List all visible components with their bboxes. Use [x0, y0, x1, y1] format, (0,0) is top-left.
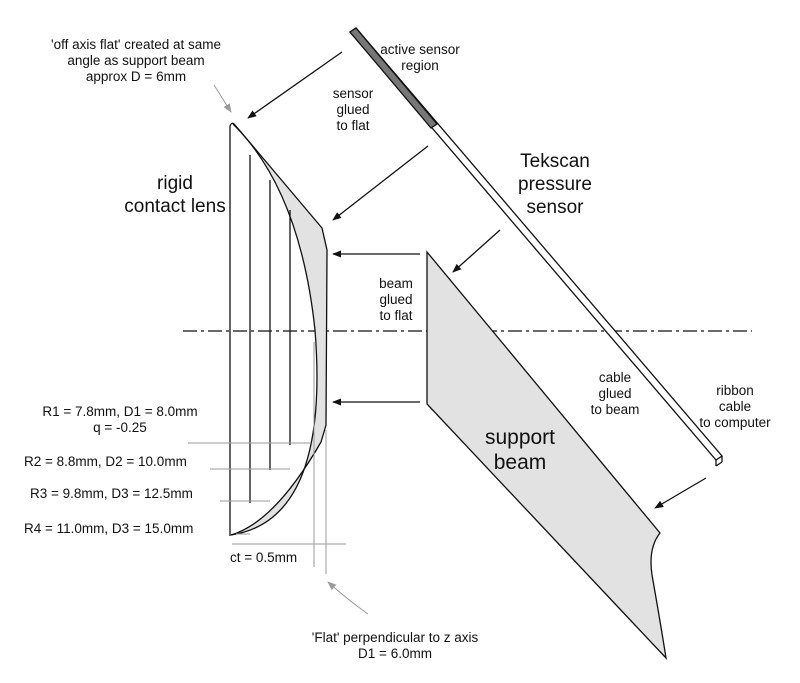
- ct-label: ct = 0.5mm: [230, 550, 298, 565]
- arrows: [247, 51, 707, 509]
- r2-label: R2 = 8.8mm, D2 = 10.0mm: [24, 454, 187, 469]
- rigid-contact-lens: [229, 122, 328, 536]
- lens-gap-fill: [231, 124, 327, 535]
- radius-leaders: [188, 84, 369, 615]
- support-beam: [426, 250, 667, 660]
- tekscan-sensor-strip: [349, 27, 723, 467]
- r4-label: R4 = 11.0mm, D3 = 15.0mm: [24, 521, 194, 536]
- r3-label: R3 = 9.8mm, D3 = 12.5mm: [30, 486, 193, 501]
